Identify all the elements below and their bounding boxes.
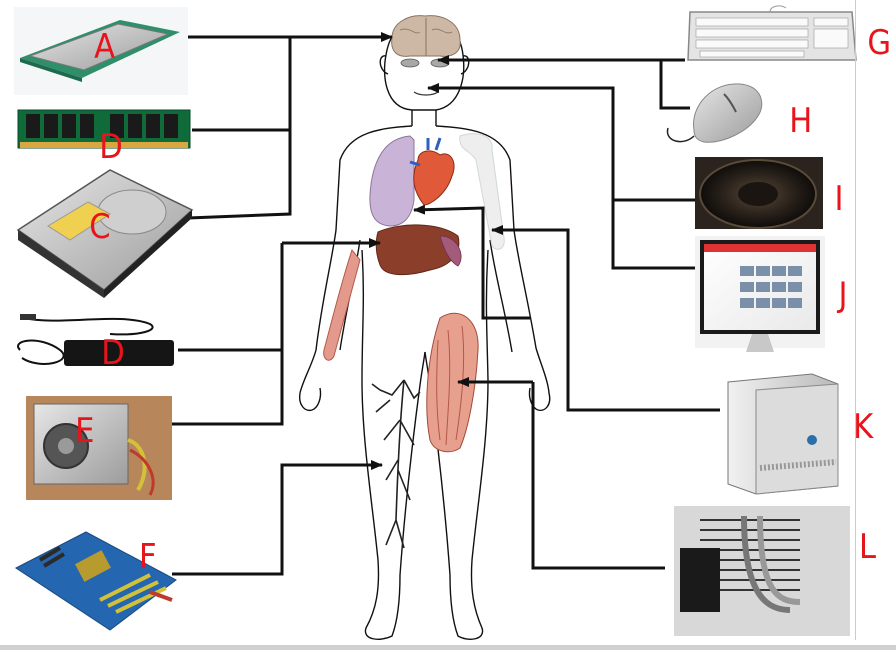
lung-organ bbox=[369, 135, 415, 227]
connector-lines bbox=[172, 32, 720, 576]
ram-stick-icon bbox=[17, 109, 191, 149]
arrow-to-bone bbox=[491, 225, 720, 412]
label-d-ram: D bbox=[99, 127, 123, 167]
cpu-chip-icon bbox=[14, 7, 188, 95]
power-supply-icon bbox=[26, 396, 172, 500]
monitor-icon bbox=[695, 236, 825, 352]
thigh-muscle bbox=[426, 312, 479, 453]
label-h: H bbox=[789, 101, 813, 141]
heart-organ bbox=[409, 137, 455, 206]
brain-organ bbox=[391, 15, 461, 57]
right-edge-rule bbox=[855, 0, 856, 640]
label-d-adapter: D bbox=[101, 333, 125, 373]
arrow-to-mouth bbox=[427, 83, 615, 200]
label-g: G bbox=[867, 23, 892, 63]
label-e: E bbox=[75, 411, 95, 451]
arrow-to-nerves bbox=[172, 460, 383, 576]
bottom-edge-rule bbox=[0, 645, 896, 650]
nervous-system bbox=[371, 379, 421, 549]
speaker-icon bbox=[695, 157, 823, 229]
label-j: J bbox=[838, 275, 848, 315]
power-adapter-icon bbox=[17, 314, 174, 366]
cpu-cooler-icon bbox=[674, 506, 850, 636]
label-k: K bbox=[853, 407, 874, 447]
label-a: A bbox=[94, 27, 116, 67]
arrow-to-heart bbox=[413, 204, 530, 320]
label-i: I bbox=[834, 179, 844, 219]
label-f: F bbox=[138, 537, 157, 577]
motherboard-icon bbox=[15, 531, 177, 631]
label-l: L bbox=[858, 527, 877, 567]
label-c: C bbox=[89, 207, 111, 247]
mouse-icon bbox=[666, 83, 763, 143]
bone bbox=[459, 133, 505, 250]
pc-tower-icon bbox=[727, 373, 839, 495]
keyboard-icon bbox=[687, 5, 857, 61]
hard-drive-icon bbox=[16, 169, 194, 298]
arm-muscle bbox=[323, 248, 361, 361]
liver-organ bbox=[375, 224, 462, 276]
